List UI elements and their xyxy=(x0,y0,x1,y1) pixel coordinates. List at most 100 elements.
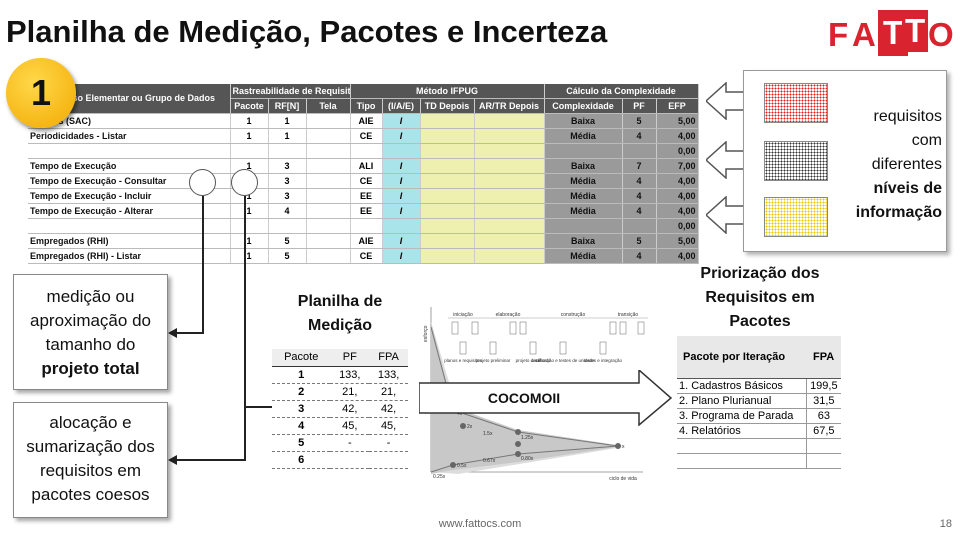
connector-line xyxy=(176,459,246,461)
arrow-head-icon xyxy=(168,328,177,338)
table-cell: I xyxy=(382,233,421,249)
table-cell: CE xyxy=(350,248,383,264)
subheader: Tela xyxy=(306,98,351,114)
table-cell xyxy=(420,143,475,159)
table-row: Tempo de Execução - Consultar13CEIMédia4… xyxy=(28,173,699,189)
phase-label: iniciação xyxy=(453,312,473,318)
callout-packages: alocação e sumarização dos requisitos em… xyxy=(13,402,168,518)
table-cell: 5 xyxy=(622,113,657,129)
table-cell: - xyxy=(330,434,370,452)
table-cell: I xyxy=(382,128,421,144)
table-cell: Média xyxy=(544,203,623,219)
table-cell: 3 xyxy=(268,158,307,174)
col-header: FPA xyxy=(806,336,841,379)
info-text: requisitos xyxy=(873,108,942,125)
table-cell xyxy=(420,233,475,249)
table-cell: 4 xyxy=(622,248,657,264)
table-cell: 1 xyxy=(230,233,269,249)
table-cell: AIE xyxy=(350,113,383,129)
table-cell xyxy=(420,158,475,174)
milestone-marker xyxy=(609,321,617,335)
table-cell: CE xyxy=(350,173,383,189)
table-cell: AIE xyxy=(350,233,383,249)
table-cell: 4,00 xyxy=(656,203,699,219)
table-cell xyxy=(420,248,475,264)
table-cell xyxy=(28,218,231,234)
table-cell xyxy=(350,143,383,159)
table-cell: 6 xyxy=(272,451,331,469)
milestone-marker xyxy=(637,321,645,335)
info-text: diferentes xyxy=(871,156,942,173)
table-cell xyxy=(382,143,421,159)
table-cell xyxy=(474,218,545,234)
callout-text: requisitos em xyxy=(39,461,142,480)
table-row: 6 xyxy=(272,451,408,469)
table-cell: 63 xyxy=(805,408,841,424)
table-row xyxy=(677,453,841,469)
table-cell: 4 xyxy=(268,203,307,219)
table-cell: CE xyxy=(350,128,383,144)
footer-url: www.fattocs.com xyxy=(438,518,522,530)
connector-circle xyxy=(189,169,216,196)
connector-circle xyxy=(231,169,258,196)
lower-multiplier-label: 0.67x xyxy=(483,458,496,464)
table-cell: 4 xyxy=(622,128,657,144)
table-cell: 3. Programa de Parada xyxy=(677,408,807,424)
fatto-logo: F A T T O xyxy=(826,6,956,58)
col-header: FPA xyxy=(369,349,408,367)
table-cell xyxy=(805,438,841,454)
black-dotted-swatch xyxy=(764,141,828,181)
col-header: Pacote xyxy=(272,349,331,367)
chart-point xyxy=(450,462,456,468)
milestone-marker xyxy=(489,341,497,355)
end-label: x xyxy=(622,444,625,450)
table-cell xyxy=(369,451,408,469)
subheader: Complexidade xyxy=(544,98,623,114)
table-cell: Baixa xyxy=(544,113,623,129)
table-cell xyxy=(350,218,383,234)
table-cell xyxy=(306,158,351,174)
cocomo-arrow: COCOMOII xyxy=(419,370,672,426)
table-cell: 67,5 xyxy=(805,423,841,439)
table-cell xyxy=(306,113,351,129)
table-cell: I xyxy=(382,158,421,174)
table-cell: Baixa xyxy=(544,158,623,174)
header-metodo: Método IFPUG xyxy=(350,84,545,99)
lower-multiplier-label: 0.25x xyxy=(433,474,446,480)
table-cell: 1. Cadastros Básicos xyxy=(677,378,807,394)
table-cell xyxy=(230,218,269,234)
chart-point xyxy=(515,429,521,435)
table-cell: 2 xyxy=(272,383,331,401)
table-cell xyxy=(420,203,475,219)
table-cell: Tempo de Execução - Consultar xyxy=(28,173,231,189)
table-cell: 3 xyxy=(268,173,307,189)
phase-label: elaboração xyxy=(496,312,521,318)
logo-letter: F xyxy=(828,16,849,53)
table-cell: EE xyxy=(350,188,383,204)
chart-point xyxy=(515,441,521,447)
subheader: AR/TR Depois xyxy=(474,98,545,114)
table-cell xyxy=(474,143,545,159)
table-cell: EE xyxy=(350,203,383,219)
milestone-marker xyxy=(619,321,627,335)
cocomo-label: COCOMOII xyxy=(488,390,560,406)
table-cell xyxy=(306,188,351,204)
milestone-marker xyxy=(451,321,459,335)
table-cell xyxy=(474,113,545,129)
table-cell xyxy=(622,218,657,234)
table-row xyxy=(677,438,841,454)
phase-label: construção xyxy=(561,312,586,318)
table-row: 0,00 xyxy=(28,218,699,234)
table-cell xyxy=(474,233,545,249)
table-cell: 5 xyxy=(268,248,307,264)
table-cell: 1 xyxy=(230,113,269,129)
milestone-label: testes e integração xyxy=(584,358,623,363)
